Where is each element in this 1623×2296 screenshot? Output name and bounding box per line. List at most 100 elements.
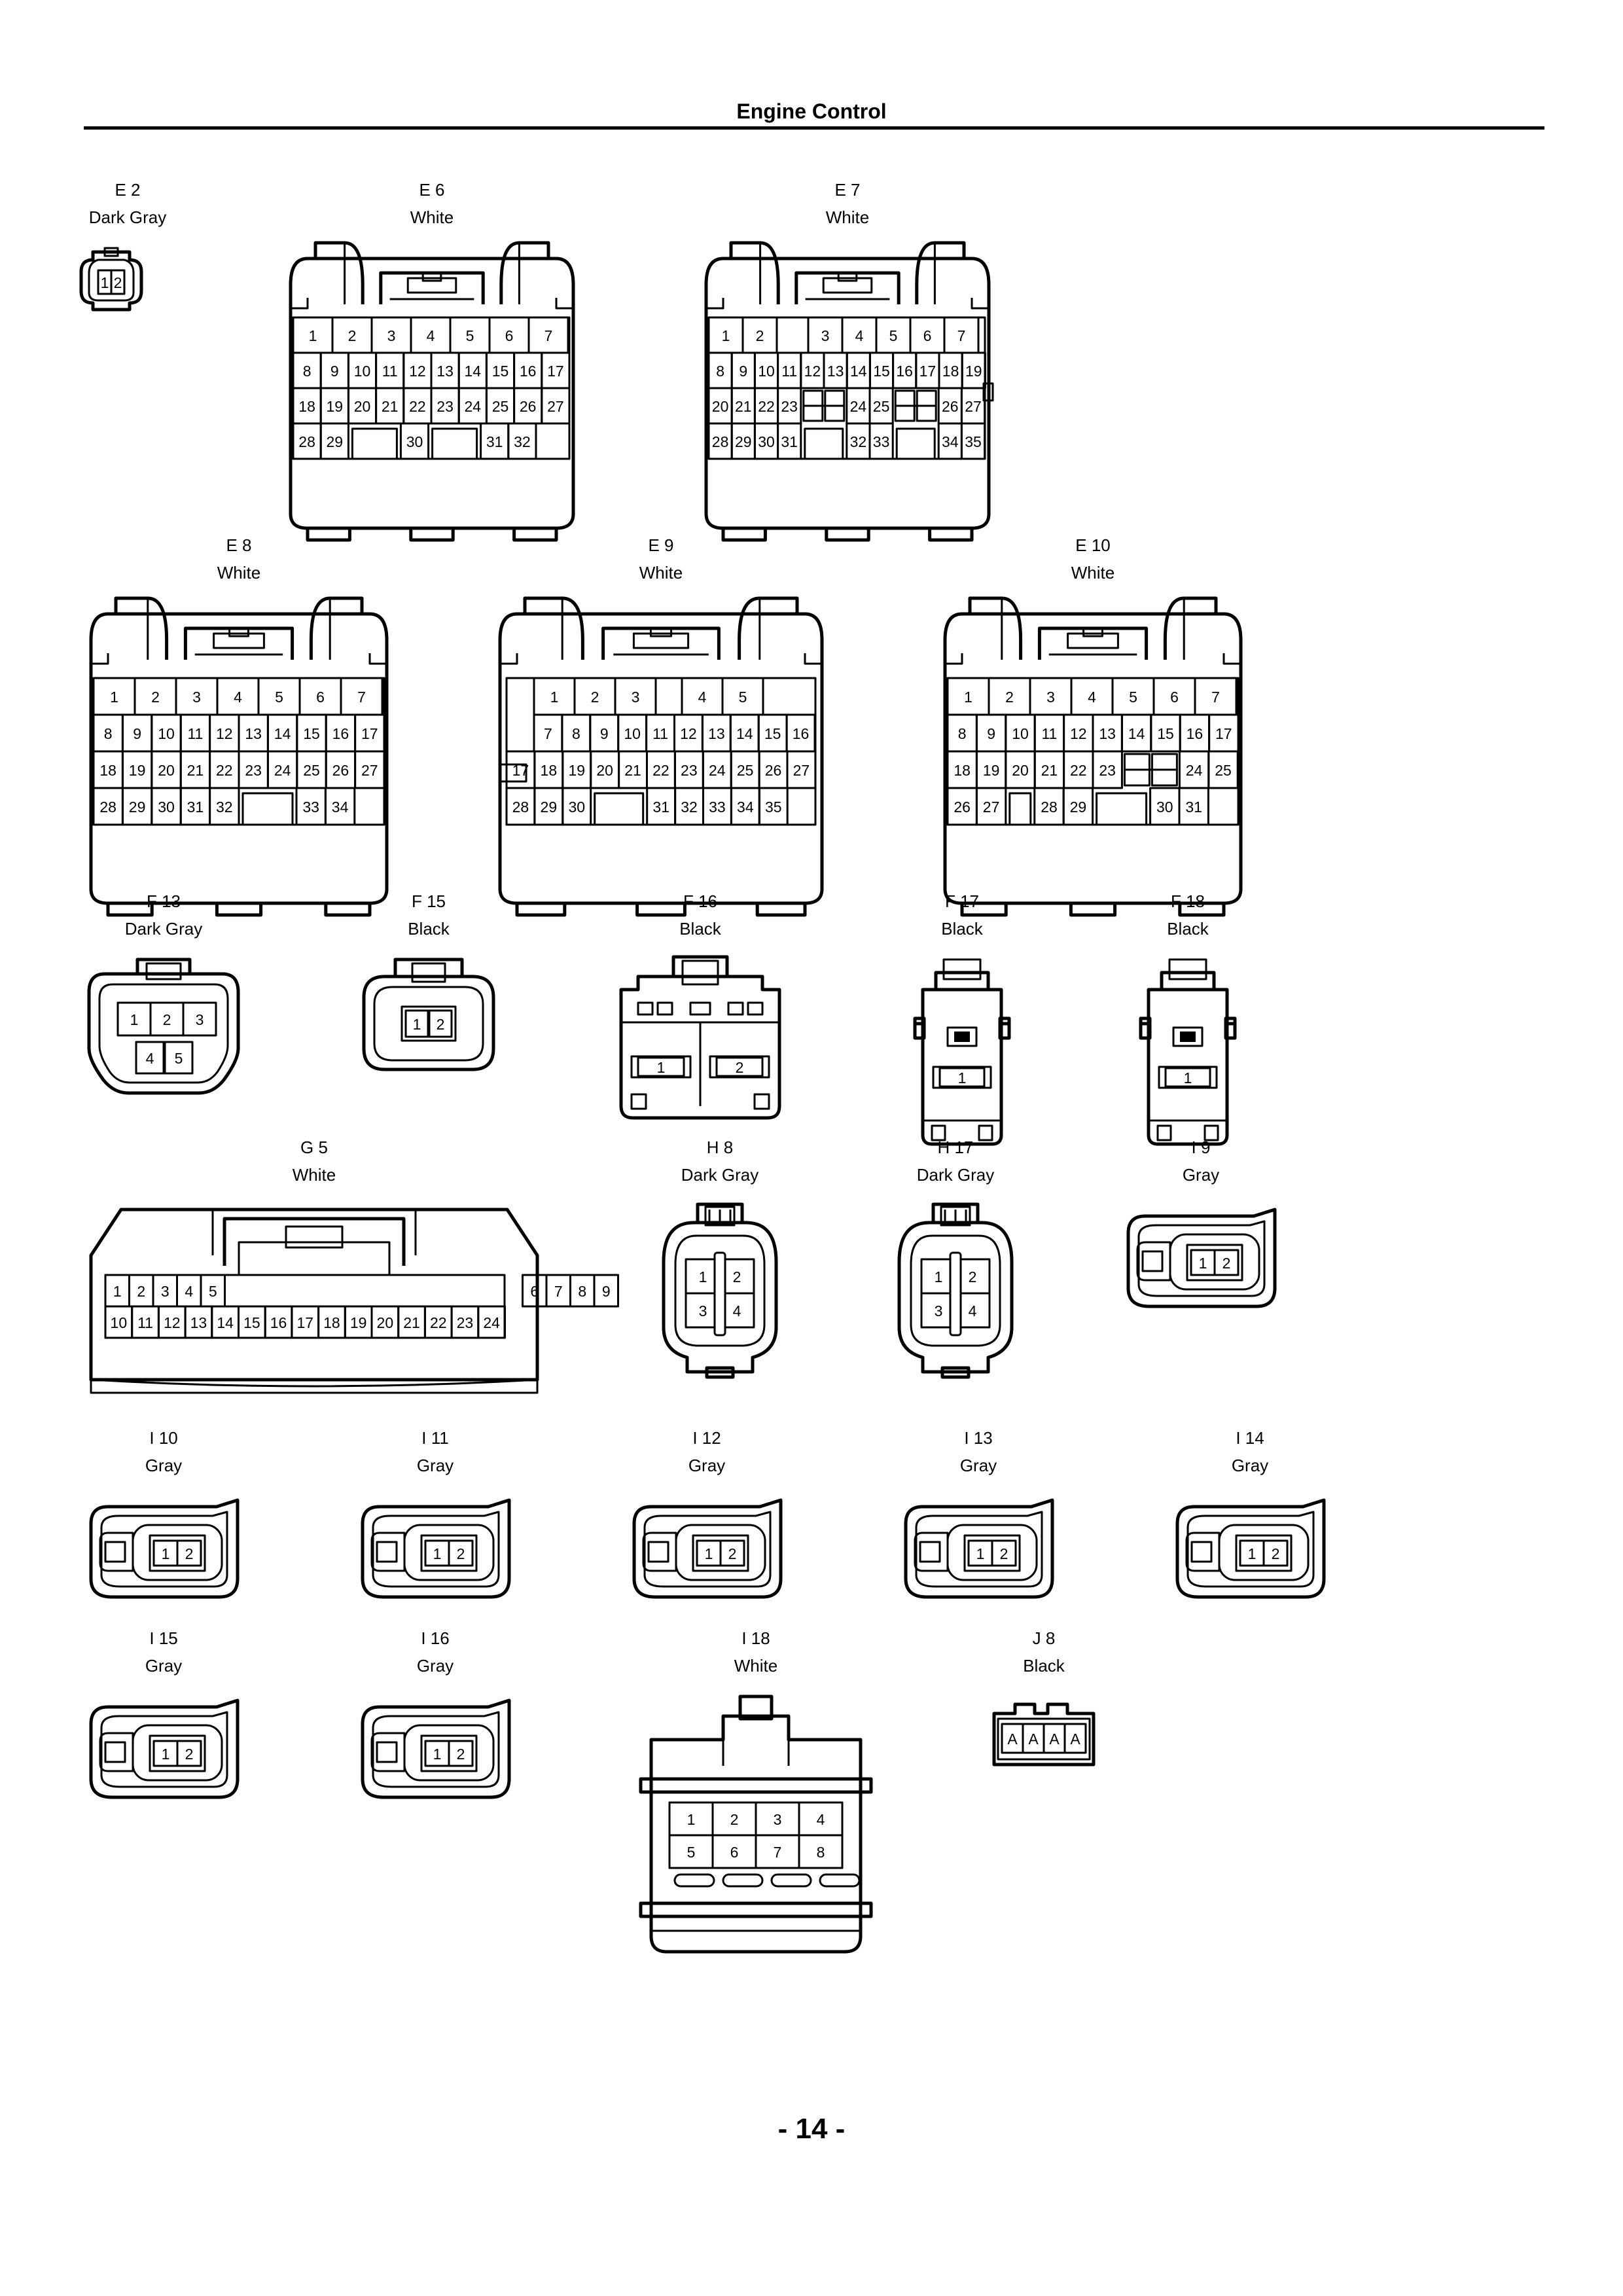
connector-id: I 10 [149,1428,178,1448]
lock-tab [1160,971,1216,990]
pin-block [92,677,385,826]
pin-number: 16 [332,725,349,742]
pin-block [104,1274,506,1339]
lock-tab [931,1202,980,1223]
pin-number: 13 [1099,725,1116,742]
pin-number: 7 [957,327,966,344]
pin-number: 1 [1184,1069,1192,1086]
pin-number: 23 [781,398,798,415]
pin-number: 1 [110,689,118,706]
pin-number: 24 [1186,762,1203,779]
pin-number: 8 [716,363,724,380]
pin-number: 15 [764,725,781,742]
pin-number: 25 [737,762,754,779]
housing-foot [515,901,567,917]
side-tower [738,596,799,660]
pin-number: 1 [162,1746,170,1763]
pin-number: 34 [942,433,959,450]
housing-body [921,988,1003,1146]
pin-number: 1 [113,1283,122,1300]
connector-id: I 16 [421,1628,450,1648]
lock-tab [671,955,729,977]
side-tower [309,596,364,660]
pin-number: 8 [303,363,312,380]
pin-number: 18 [942,363,959,380]
pin-cavity [991,1539,1017,1567]
pin-number: 27 [965,398,982,415]
cavity-frame [932,1066,992,1089]
connector-color: White [292,1165,336,1185]
side-tower [313,241,365,304]
pin-number: 27 [547,398,564,415]
pin-number: 31 [652,798,669,816]
pin-number: 15 [1157,725,1174,742]
pin-number: 16 [896,363,913,380]
pin-number: 33 [302,798,319,816]
cavity-frame [403,1724,495,1782]
pin-number: 17 [296,1314,313,1331]
blank-key [804,427,844,460]
pin-number: 2 [728,1545,737,1562]
pin-number: 19 [965,363,982,380]
connector-id: F 18 [1170,891,1205,911]
pin-number: 34 [737,798,754,816]
pin-number: 31 [781,433,798,450]
pin-number: 5 [275,689,283,706]
page-title: Engine Control [736,99,887,123]
housing-body [1147,988,1229,1146]
pin-number: 12 [804,363,821,380]
pin-number: 22 [652,762,669,779]
pin-number: 4 [185,1283,193,1300]
latch [376,1741,398,1763]
connector-id: I 12 [692,1428,721,1448]
pin-number: 2 [185,1545,194,1562]
connector-id: F 16 [683,891,718,911]
housing-body [89,1698,240,1799]
pin-block [946,677,1240,826]
latch [1141,1250,1164,1272]
pin-block [707,316,986,460]
housing-foot [960,901,1008,917]
side-tower [114,596,169,660]
pin-number: 2 [457,1545,465,1562]
pin-number: 21 [1041,762,1058,779]
pin-number: 2 [137,1283,145,1300]
lock-tab [223,1217,406,1266]
pin-cavity [593,1274,619,1308]
connector-color: Gray [1231,1456,1269,1475]
housing-foot [825,526,870,542]
pin-number: 21 [735,398,752,415]
connector-id: H 8 [706,1138,734,1157]
pin-number: 3 [821,327,830,344]
pin-number: 31 [187,798,204,816]
housing-body [992,1702,1096,1767]
pin-number: 2 [151,689,160,706]
connector-id: I 11 [421,1428,449,1448]
pin-cavity [715,1056,764,1077]
connector-id: E 8 [226,535,252,555]
pin-number: 32 [514,433,531,450]
connector-color: White [217,563,261,583]
lock-window [822,277,873,294]
housing-foot [635,901,687,917]
connector-color: White [1071,563,1115,583]
pin-number: 28 [298,433,315,450]
pin-number: 10 [624,725,641,742]
cavity-frame [403,1524,495,1581]
connector-id: I 9 [1191,1138,1211,1157]
pin-number: 3 [192,689,201,706]
connector-color: Gray [145,1656,183,1676]
